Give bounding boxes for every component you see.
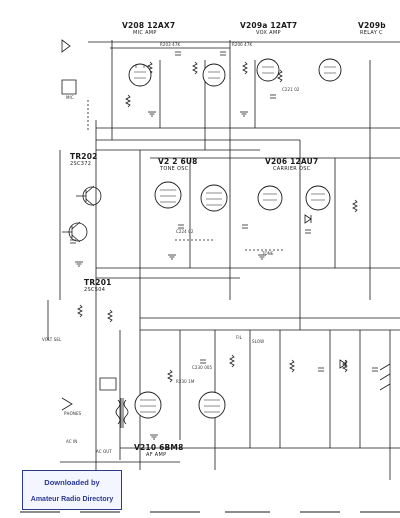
download-watermark: Downloaded by Amateur Radio Directory (22, 470, 122, 510)
tube-v206-label: V206 12AU7 (265, 157, 319, 166)
r206-label: R206 47K (232, 42, 253, 47)
watermark-line-2: Amateur Radio Directory (30, 496, 114, 503)
fil-label: FIL (236, 335, 243, 340)
c221-label: C221 02 (282, 87, 300, 92)
tone-label: TONE (262, 251, 274, 256)
tube-v209a-role: VOX AMP (256, 30, 281, 36)
tube-v208-role: MIC AMP (133, 30, 157, 36)
tr202-type: 2SC372 (70, 161, 92, 167)
volt-selector-label: VOLT SEL (42, 337, 62, 342)
tr201-label: TR201 (84, 278, 112, 287)
c230-label: C230 005 (192, 365, 213, 370)
slow-label: SLOW (252, 339, 265, 344)
tube-v208-label: V208 12AX7 (122, 21, 176, 30)
ac-in-label: AC IN (66, 439, 78, 444)
r203-label: R203 47K (160, 42, 181, 47)
tube-v209a-label: V209a 12AT7 (240, 21, 298, 30)
r230-label: R230 1M (176, 379, 195, 384)
tube-v209b-label: V209b (358, 21, 386, 30)
tube-v2-label: V2 2 6U8 (158, 157, 198, 166)
tr201-type: 2SC504 (84, 287, 106, 293)
tube-v2-role: TONE OSC (160, 166, 189, 172)
tube-v206-role: CARRIER OSC (273, 166, 311, 172)
tr202-label: TR202 (70, 152, 98, 161)
tube-v210-label: V210 6BM8 (134, 443, 184, 452)
phones-label: PHONES (64, 411, 82, 416)
tube-v209b-role: RELAY C (360, 30, 383, 36)
mic-label: MIC (66, 95, 74, 100)
c224-label: C224 02 (176, 229, 194, 234)
tube-v210-role: AF AMP (146, 452, 167, 458)
watermark-line-1: Downloaded by (44, 478, 100, 487)
ac-out-label: AC OUT (96, 449, 112, 454)
